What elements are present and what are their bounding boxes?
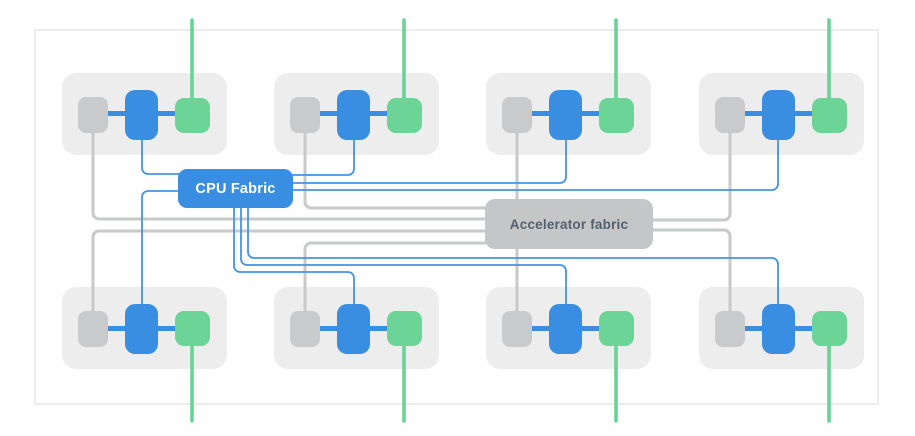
blue-chip <box>762 304 795 354</box>
blue-chip <box>125 90 158 140</box>
blue-chip <box>125 304 158 354</box>
chip-link <box>370 111 388 116</box>
gray-accelerator-link-line <box>651 228 732 313</box>
blue-chip <box>337 90 370 140</box>
blue-cpu-link-line <box>291 140 567 184</box>
chip-link <box>532 111 550 116</box>
green-chip <box>175 311 210 346</box>
chip-link <box>532 326 550 331</box>
blue-cpu-link-line <box>233 206 355 305</box>
cpu-fabric-label: CPU Fabric <box>195 180 276 197</box>
gray-chip <box>290 311 320 347</box>
gray-chip <box>502 97 532 133</box>
chip-link <box>795 326 813 331</box>
chip-link <box>745 326 763 331</box>
gray-accelerator-link-line <box>651 133 732 222</box>
chip-link <box>795 111 813 116</box>
blue-chip <box>549 304 582 354</box>
green-chip <box>387 98 422 133</box>
chip-link <box>370 326 388 331</box>
chip-link <box>320 111 338 116</box>
green-chip <box>387 311 422 346</box>
gray-chip <box>78 97 108 133</box>
green-chip <box>812 98 847 133</box>
green-chip <box>175 98 210 133</box>
blue-cpu-link-line <box>240 206 567 305</box>
gray-chip <box>78 311 108 347</box>
green-chip <box>599 98 634 133</box>
chip-link <box>158 111 176 116</box>
cpu-fabric-box: CPU Fabric <box>178 169 293 208</box>
gray-accelerator-link-line <box>303 133 487 210</box>
chip-link <box>108 326 126 331</box>
chip-link <box>108 111 126 116</box>
blue-cpu-link-line <box>291 140 779 191</box>
chip-link <box>582 111 600 116</box>
chip-link <box>745 111 763 116</box>
blue-chip <box>337 304 370 354</box>
gray-chip <box>502 311 532 347</box>
gray-chip <box>290 97 320 133</box>
blue-cpu-link-line <box>247 206 779 305</box>
gray-chip <box>715 311 745 347</box>
blue-cpu-link-line <box>141 190 180 305</box>
gray-accelerator-link-line <box>303 241 487 313</box>
accelerator-fabric-label: Accelerator fabric <box>509 216 629 232</box>
gray-chip <box>715 97 745 133</box>
green-chip <box>812 311 847 346</box>
gray-accelerator-link-line <box>91 229 487 313</box>
chip-boundary-frame <box>34 29 879 405</box>
chip-link <box>158 326 176 331</box>
gray-accelerator-link-line <box>91 133 487 221</box>
blue-chip <box>762 90 795 140</box>
blue-cpu-link-line <box>141 140 180 175</box>
green-chip <box>599 311 634 346</box>
chip-link <box>320 326 338 331</box>
blue-chip <box>549 90 582 140</box>
chip-link <box>582 326 600 331</box>
blue-cpu-link-line <box>291 140 355 176</box>
accelerator-fabric-box: Accelerator fabric <box>485 199 653 249</box>
